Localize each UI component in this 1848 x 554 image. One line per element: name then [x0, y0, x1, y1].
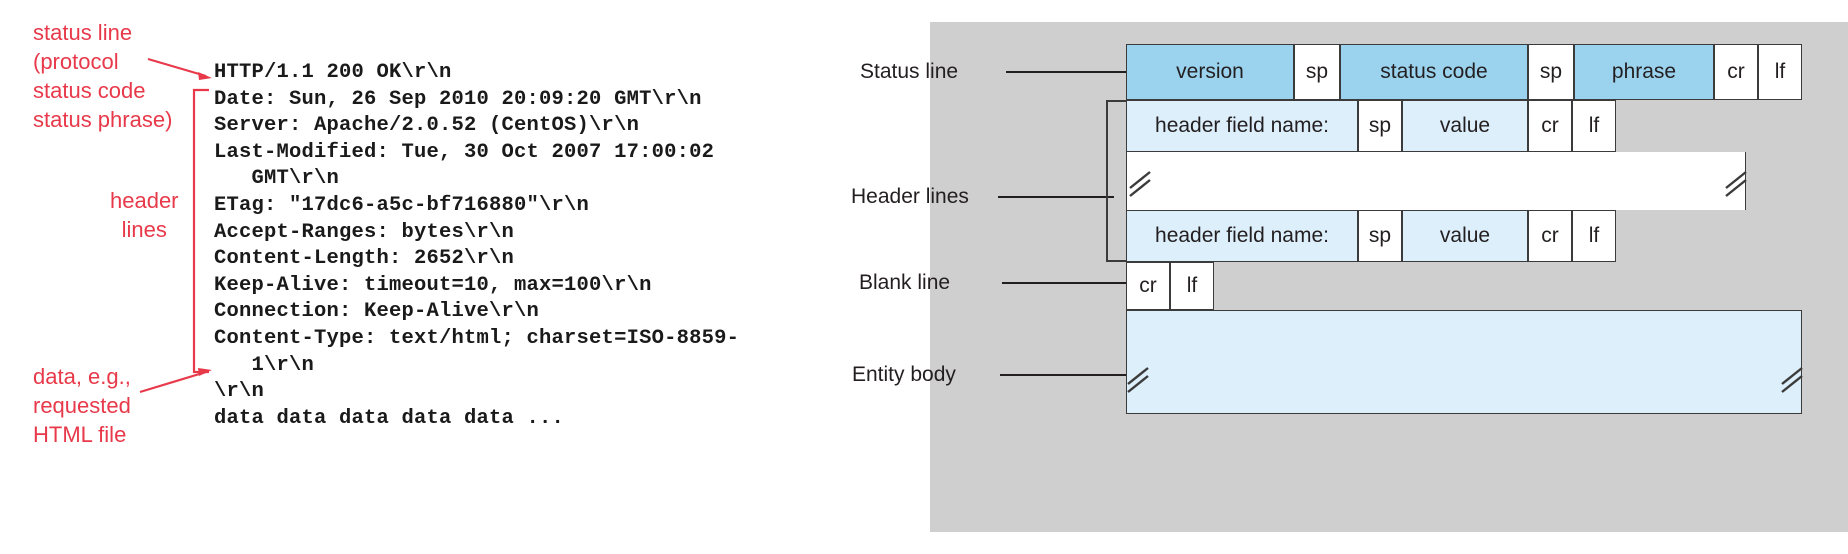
cell-lf: lf — [1170, 262, 1214, 310]
cell-lf: lf — [1758, 44, 1802, 100]
leader-header-lines — [998, 196, 1114, 198]
annotation-header-lines: header lines — [110, 188, 179, 242]
header-lines-ellipsis-area — [1126, 152, 1746, 210]
label-entity-body: Entity body — [852, 363, 956, 386]
cell-header-field-name-: header field name: — [1126, 210, 1358, 262]
http-line-9: Connection: Keep-Alive\r\n — [214, 300, 540, 324]
cell-phrase: phrase — [1574, 44, 1714, 100]
header-lines-bracket-diagram — [1106, 100, 1126, 262]
cell-value: value — [1402, 210, 1528, 262]
http-line-1: Date: Sun, 26 Sep 2010 20:09:20 GMT\r\n — [214, 87, 702, 111]
annotation-status-line: status line (protocol status code status… — [33, 20, 173, 132]
cell-cr: cr — [1528, 100, 1572, 152]
http-line-8: Keep-Alive: timeout=10, max=100\r\n — [214, 273, 652, 297]
http-line-5: ETag: "17dc6-a5c-bf716880"\r\n — [214, 193, 590, 217]
cell-lf: lf — [1572, 210, 1616, 262]
http-line-13: data data data data data ... — [214, 406, 565, 430]
cell-cr: cr — [1126, 262, 1170, 310]
http-line-11: 1\r\n — [214, 353, 315, 377]
http-response-structure-panel: Status line Header lines Blank line Enti… — [851, 0, 1848, 554]
entity-body-box — [1126, 310, 1802, 414]
http-line-7: Content-Length: 2652\r\n — [214, 247, 515, 271]
label-status-line: Status line — [860, 60, 959, 83]
leader-blank-line — [1002, 282, 1126, 284]
cell-status-code: status code — [1340, 44, 1528, 100]
http-response-example-panel: status line (protocol status code status… — [33, 20, 739, 447]
http-line-4: GMT\r\n — [214, 167, 340, 191]
http-line-12: \r\n — [214, 380, 265, 404]
header-lines-bracket — [192, 88, 209, 374]
http-line-0: HTTP/1.1 200 OK\r\n — [214, 61, 452, 84]
cell-header-field-name-: header field name: — [1126, 100, 1358, 152]
cell-cr: cr — [1528, 210, 1572, 262]
label-header-lines: Header lines — [851, 185, 969, 208]
cell-sp: sp — [1528, 44, 1574, 100]
cell-version: version — [1126, 44, 1294, 100]
cell-sp: sp — [1358, 100, 1402, 152]
cell-value: value — [1402, 100, 1528, 152]
leader-entity-body — [1000, 374, 1126, 376]
data-arrow — [139, 370, 207, 394]
cell-sp: sp — [1294, 44, 1340, 100]
cell-sp: sp — [1358, 210, 1402, 262]
cell-lf: lf — [1572, 100, 1616, 152]
http-line-6: Accept-Ranges: bytes\r\n — [214, 220, 515, 244]
data-arrowhead — [198, 368, 212, 376]
cell-cr: cr — [1714, 44, 1758, 100]
status-line-arrowhead — [198, 72, 212, 80]
http-line-3: Last-Modified: Tue, 30 Oct 2007 17:00:02 — [214, 140, 715, 164]
leader-status-line — [1006, 71, 1126, 73]
http-line-10: Content-Type: text/html; charset=ISO-885… — [214, 326, 740, 350]
annotation-data: data, e.g., requested HTML file — [33, 364, 131, 447]
http-line-2: Server: Apache/2.0.52 (CentOS)\r\n — [214, 114, 640, 138]
label-blank-line: Blank line — [859, 271, 951, 294]
